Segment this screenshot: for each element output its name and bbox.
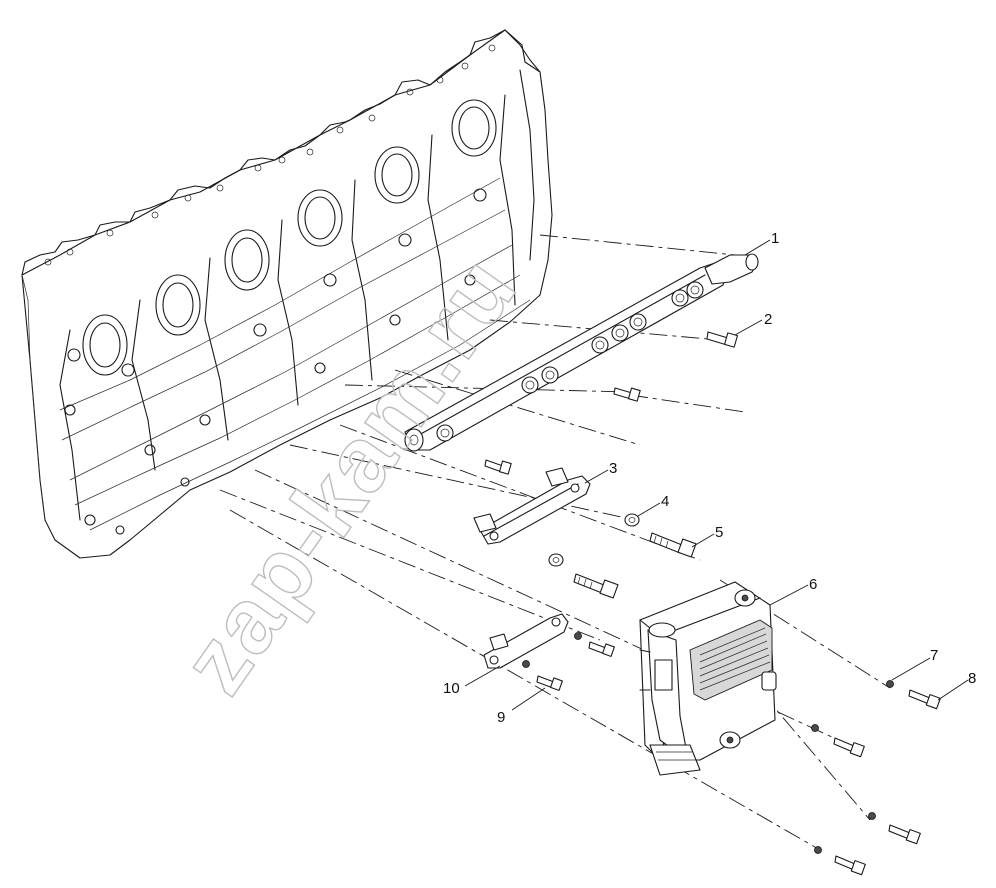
bracket-bolts xyxy=(573,532,697,599)
ecu-bracket-lower xyxy=(483,613,569,669)
callout-2: 2 xyxy=(764,311,772,328)
callout-leader-lines xyxy=(464,239,969,711)
callout-labels: 1 2 3 4 5 6 7 8 9 10 xyxy=(443,230,976,726)
callout-9: 9 xyxy=(497,709,505,726)
engine-block xyxy=(21,29,553,559)
engine-control-unit xyxy=(639,581,777,776)
callout-6: 6 xyxy=(809,576,817,593)
callout-3: 3 xyxy=(609,460,617,477)
callout-1: 1 xyxy=(771,230,779,247)
callout-7: 7 xyxy=(930,647,938,664)
rail-mounting-bolts xyxy=(484,331,739,475)
ecu-mounting-bolts xyxy=(811,680,941,876)
ecu-bracket-upper xyxy=(473,467,591,545)
callout-10: 10 xyxy=(443,680,460,697)
washers xyxy=(548,513,640,567)
fuel-rail xyxy=(404,253,759,452)
callout-4: 4 xyxy=(661,493,669,510)
callout-8: 8 xyxy=(968,670,976,687)
lower-bracket-bolts xyxy=(522,632,615,691)
callout-5: 5 xyxy=(715,524,723,541)
